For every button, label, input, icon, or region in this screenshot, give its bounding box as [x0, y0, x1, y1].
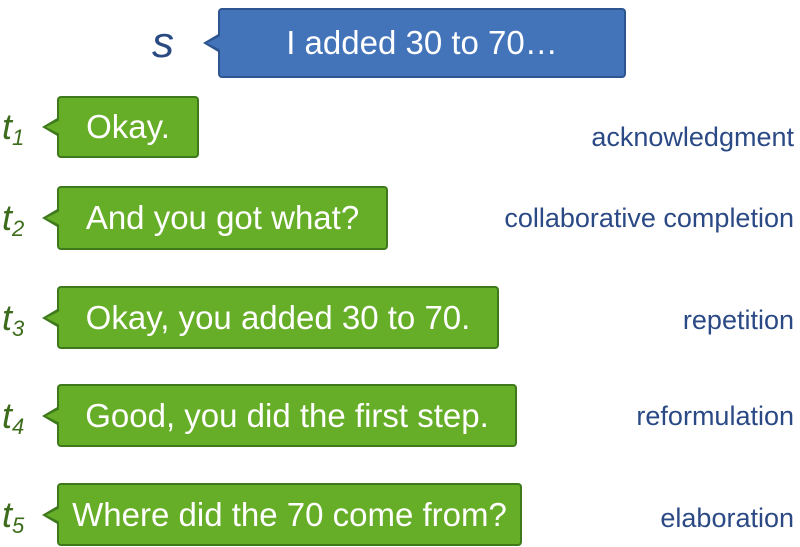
speaker-index: 4 — [12, 414, 25, 439]
turn-2-bubble: And you got what? — [42, 186, 388, 250]
student-utterance-bubble: I added 30 to 70… — [203, 8, 626, 78]
speaker-index: 3 — [12, 316, 25, 341]
turn-4-bubble: Good, you did the first step. — [42, 384, 517, 447]
turn-5-bubble: Where did the 70 come from? — [42, 483, 522, 546]
turn-3-speaker-label: t3 — [2, 297, 24, 342]
speaker-letter: t — [2, 297, 13, 338]
speaker-index: 2 — [12, 216, 25, 241]
turn-5-speaker-label: t5 — [2, 494, 24, 539]
speaker-letter: t — [2, 494, 13, 535]
turn-1-speaker-label: t1 — [2, 106, 24, 151]
speaker-index: 1 — [12, 125, 25, 150]
turn-4-speaker-label: t4 — [2, 395, 24, 440]
speaker-letter: t — [2, 197, 13, 238]
speaker-index: 5 — [12, 513, 25, 538]
turn-4-category: reformulation — [636, 401, 794, 431]
turn-1-category: acknowledgment — [591, 122, 794, 152]
turn-3-category: repetition — [682, 305, 794, 335]
speaker-letter: t — [2, 395, 13, 436]
turn-1-bubble: Okay. — [42, 96, 199, 158]
speaker-letter: t — [2, 106, 13, 147]
student-speaker-label: s — [152, 18, 174, 67]
turn-2-speaker-label: t2 — [2, 197, 24, 242]
turn-3-bubble: Okay, you added 30 to 70. — [42, 286, 499, 349]
turn-2-category: collaborative completion — [504, 203, 794, 233]
turn-5-category: elaboration — [660, 503, 794, 533]
